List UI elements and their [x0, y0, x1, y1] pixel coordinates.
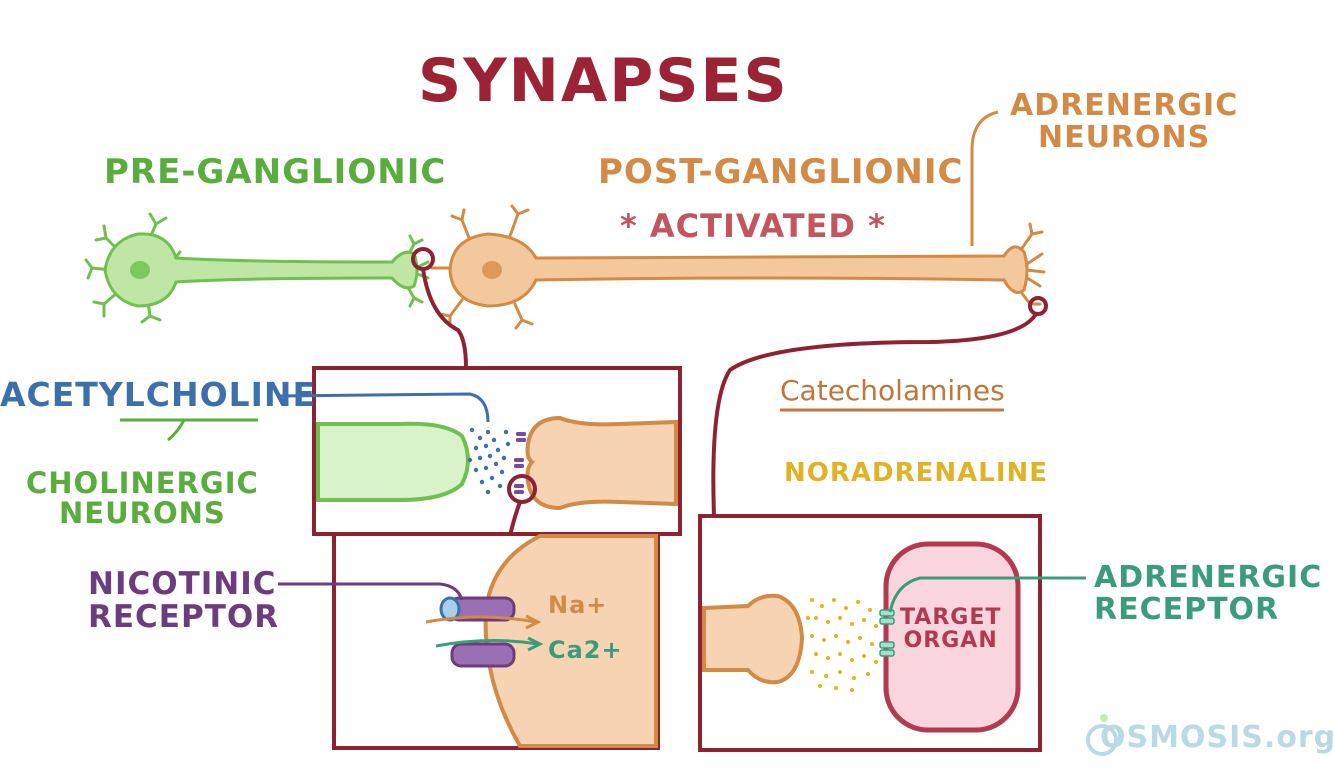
osmosis-logo-icon [1086, 714, 1118, 756]
acetylcholine-pointer [279, 392, 490, 423]
adrenergic-synapse-box [698, 514, 1042, 752]
cholinergic-neurons-label: CHOLINERGIC NEURONS [26, 468, 259, 529]
pre-ganglionic-label: PRE-GANGLIONIC [104, 152, 447, 192]
activated-label: * ACTIVATED * [620, 207, 886, 245]
target-organ-line-2: ORGAN [903, 628, 998, 654]
adrenergic-receptor-line-2: RECEPTOR [1094, 591, 1280, 627]
adrenergic-neurons-line-2: NEURONS [1037, 119, 1211, 155]
nicotinic-receptor-line-1: NICOTINIC [88, 566, 277, 602]
adrenergic-receptor-label: ADRENERGIC RECEPTOR [1094, 562, 1322, 625]
post-synapse-zoom-circle [1028, 296, 1048, 316]
nicotinic-pointer [278, 582, 464, 601]
pre-ganglionic-neuron [84, 212, 430, 324]
adrenergic-receptor-pointer [888, 576, 1086, 613]
adrenergic-receptor-line-1: ADRENERGIC [1094, 560, 1323, 595]
nicotinic-receptor-label: NICOTINIC RECEPTOR [88, 568, 279, 633]
cholinergic-synapse-box [312, 366, 682, 537]
diagram-title: SYNAPSES [418, 46, 789, 116]
cholinergic-neurons-line-2: NEURONS [58, 496, 226, 531]
adrenergic-neurons-line-1: ADRENERGIC [1010, 88, 1239, 123]
catecholamines-label: Catecholamines [780, 374, 1005, 407]
osmosis-watermark: OSMOSIS.org [1100, 720, 1334, 755]
acetylcholine-label: ACETYLCHOLINE [0, 375, 317, 414]
cholinergic-neurons-line-1: CHOLINERGIC [26, 466, 259, 500]
adrenergic-neurons-label: ADRENERGIC NEURONS [1010, 90, 1238, 153]
post-ganglionic-neuron [430, 204, 1046, 330]
sodium-ion-label: Na+ [548, 591, 608, 619]
nicotinic-receptor-line-2: RECEPTOR [88, 598, 280, 635]
zoom-connectors [411, 247, 1048, 517]
nicotinic-receptor-box [332, 532, 660, 750]
target-organ-line-1: TARGET [900, 605, 1002, 630]
label-pointers [120, 392, 1086, 613]
post-ganglionic-label: POST-GANGLIONIC [598, 152, 964, 192]
calcium-ion-label: Ca2+ [548, 636, 623, 664]
noradrenaline-label: NORADRENALINE [784, 458, 1049, 488]
target-organ-label: TARGET ORGAN [900, 606, 1001, 652]
adrenergic-neurons-pointer [970, 110, 999, 246]
